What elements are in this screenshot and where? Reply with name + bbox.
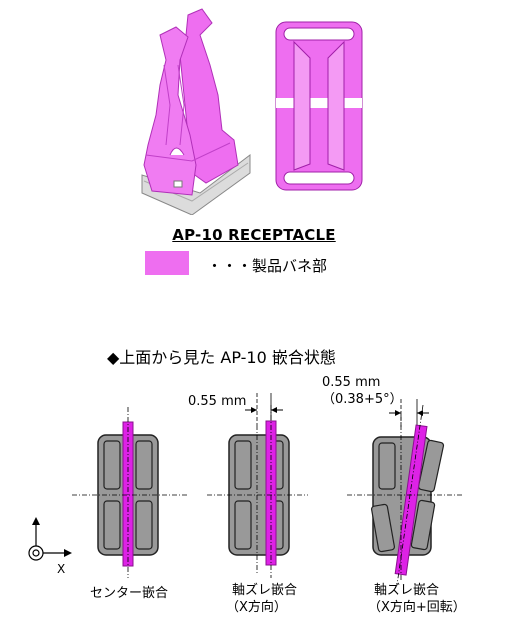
- axis-indicator: [28, 517, 72, 561]
- base-plate: [141, 153, 251, 215]
- caption-center-fit: センター嵌合: [90, 585, 168, 602]
- pin-bar: [394, 424, 428, 576]
- receptacle-3d-view: [141, 8, 251, 215]
- caption-x-offset-rotation-fit-line1: 軸ズレ嵌合: [374, 583, 440, 598]
- offset-rotation-dimension-value: 0.55 mm: [322, 375, 381, 390]
- caption-x-offset-fit-line1: 軸ズレ嵌合: [232, 583, 298, 598]
- diagram-center-fit: [72, 407, 188, 578]
- caption-x-offset-fit-line2: （X方向）: [226, 600, 287, 615]
- product-title: AP-10 RECEPTACLE: [172, 226, 336, 244]
- caption-x-offset-rotation-fit-line2: （X方向+回転）: [368, 600, 466, 615]
- caption-center-fit-line1: センター嵌合: [90, 586, 169, 601]
- caption-x-offset-fit: 軸ズレ嵌合 （X方向）: [226, 582, 298, 616]
- legend-spring-label: ・・・製品バネ部: [207, 257, 328, 275]
- offset-rotation-dimension-detail: （0.38+5°）: [322, 392, 403, 407]
- receptacle-top-view: [275, 21, 363, 191]
- offset-dimension-label: 0.55 mm: [188, 394, 247, 409]
- legend-spring-swatch: [145, 251, 189, 275]
- caption-x-offset-rotation-fit: 軸ズレ嵌合 （X方向+回転）: [368, 582, 466, 616]
- x-axis-label: X: [57, 562, 66, 576]
- spring-back: [179, 8, 239, 184]
- diagram-x-offset-rotation-fit: [347, 399, 463, 586]
- diagram-x-offset-fit: [207, 393, 308, 578]
- receptacle-pads: [97, 434, 159, 556]
- section-title: ◆上面から見た AP-10 嵌合状態: [107, 348, 336, 367]
- offset-rotation-dimension-label: 0.55 mm （0.38+5°）: [322, 374, 403, 408]
